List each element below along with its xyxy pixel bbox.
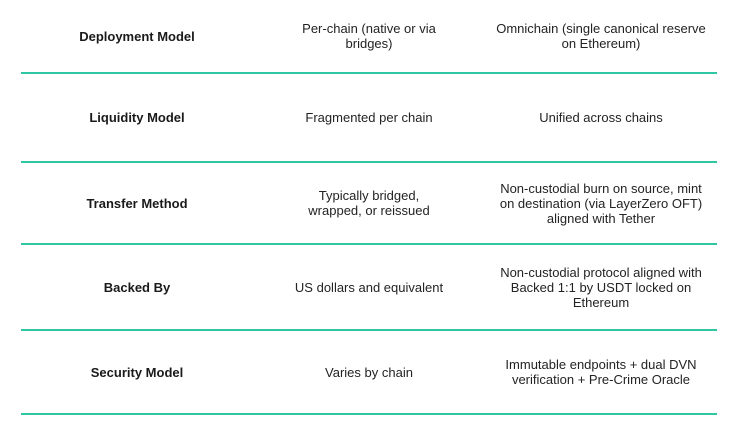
middle-column-cell: Typically bridged, wrapped, or reissued: [253, 188, 485, 218]
comparison-table: Deployment Model Per-chain (native or vi…: [21, 0, 717, 415]
table-row: Security Model Varies by chain Immutable…: [21, 331, 717, 415]
right-column-text: Non-custodial protocol aligned with Back…: [500, 264, 702, 310]
middle-column-cell: US dollars and equivalent: [253, 280, 485, 295]
table-row: Liquidity Model Fragmented per chain Uni…: [21, 74, 717, 163]
table-row: Deployment Model Per-chain (native or vi…: [21, 0, 717, 74]
right-column-text: Omnichain (single canonical reserve on E…: [496, 21, 706, 51]
row-label-text: Backed By: [103, 279, 171, 295]
right-column-cell: Non-custodial burn on source, mint on de…: [485, 181, 717, 226]
row-label: Backed By: [21, 280, 253, 295]
middle-column-text: Varies by chain: [325, 364, 413, 380]
right-column-cell: Immutable endpoints + dual DVN verificat…: [485, 357, 717, 387]
right-column-text: Non-custodial burn on source, mint on de…: [499, 180, 703, 226]
right-column-text: Unified across chains: [539, 110, 663, 125]
middle-column-text: Typically bridged, wrapped, or reissued: [308, 188, 430, 218]
right-column-cell: Non-custodial protocol aligned with Back…: [485, 265, 717, 310]
right-column-cell: Omnichain (single canonical reserve on E…: [485, 21, 717, 51]
right-column-cell: Unified across chains: [485, 110, 717, 125]
row-label: Transfer Method: [21, 196, 253, 211]
middle-column-cell: Varies by chain: [253, 365, 485, 380]
row-label: Deployment Model: [21, 29, 253, 44]
row-label-text: Transfer Method: [86, 195, 188, 211]
row-label-text: Deployment Model: [79, 28, 195, 44]
middle-column-text: Fragmented per chain: [305, 110, 433, 125]
row-label-text: Liquidity Model: [89, 110, 185, 125]
row-label-text: Security Model: [90, 364, 184, 380]
middle-column-text: Per-chain (native or via bridges): [302, 21, 436, 51]
middle-column-cell: Per-chain (native or via bridges): [253, 21, 485, 51]
table-row: Transfer Method Typically bridged, wrapp…: [21, 163, 717, 245]
row-label: Liquidity Model: [21, 110, 253, 125]
middle-column-cell: Fragmented per chain: [253, 110, 485, 125]
right-column-text: Immutable endpoints + dual DVN verificat…: [505, 357, 697, 387]
middle-column-text: US dollars and equivalent: [294, 279, 444, 295]
row-label: Security Model: [21, 365, 253, 380]
table-row: Backed By US dollars and equivalent Non-…: [21, 245, 717, 331]
